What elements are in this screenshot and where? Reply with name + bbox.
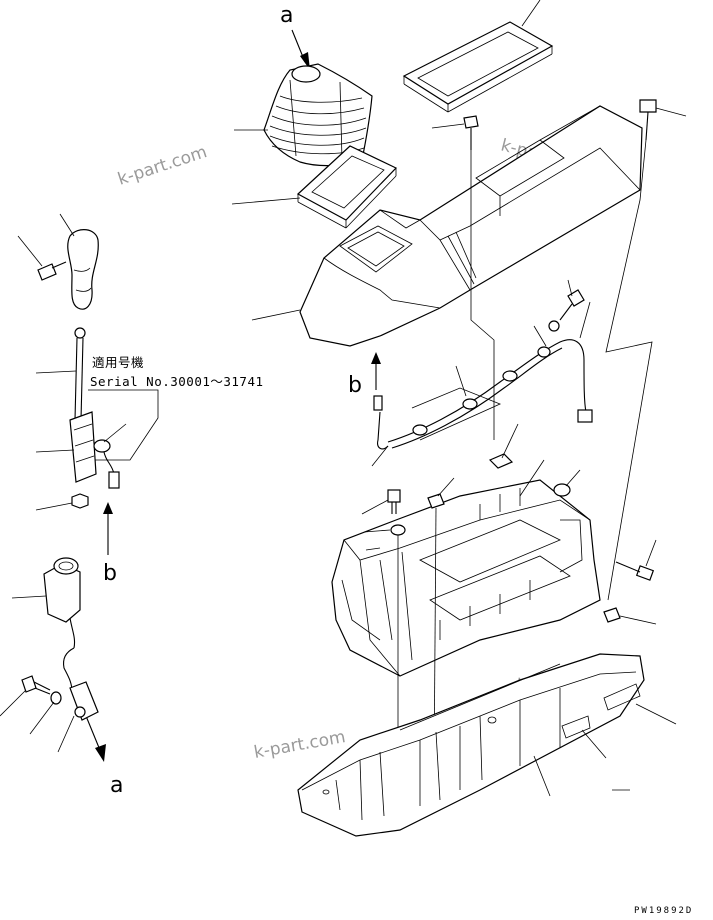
leader-harness-end xyxy=(371,445,389,467)
leader-frame xyxy=(519,459,545,497)
view-arrow-b-left xyxy=(103,502,113,555)
leader-rod xyxy=(35,370,77,374)
guide-line-center xyxy=(470,150,495,440)
boot-gasket xyxy=(296,145,398,229)
link-arm xyxy=(62,647,99,721)
screw-top-right xyxy=(639,99,657,141)
leader-nut xyxy=(35,502,73,511)
frame-bolt xyxy=(387,489,401,514)
harness-clip xyxy=(488,453,514,469)
view-arrow-b-center xyxy=(371,352,381,390)
watermark-4: k-part.com xyxy=(252,727,347,763)
leader-knob-screw xyxy=(17,235,43,267)
serial-note-bracket xyxy=(88,389,159,461)
watermark-1: k-part.com xyxy=(115,142,209,190)
leader-grommet-frame xyxy=(565,469,581,487)
drawing-code: PW19892D xyxy=(634,906,693,916)
leader-frame-washer xyxy=(363,529,391,533)
view-label-b-center: b xyxy=(348,373,362,398)
nut xyxy=(71,493,89,509)
leader-tray-pocket xyxy=(581,729,607,759)
tray-cover xyxy=(402,21,554,113)
leader-bracket xyxy=(35,449,75,453)
rubber-boot xyxy=(263,63,373,167)
leader-switch xyxy=(103,423,127,443)
leader-harness-right xyxy=(579,301,591,339)
leader-housing xyxy=(11,595,47,599)
leader-clip xyxy=(501,423,519,459)
side-clip xyxy=(603,607,621,623)
leader-screw-top-right xyxy=(655,107,687,117)
side-bolt xyxy=(615,561,655,581)
serial-note-line1: 適用号機 xyxy=(92,355,144,370)
leader-frame-clip xyxy=(437,477,455,497)
leader-frame-bolt xyxy=(361,499,389,515)
grommet xyxy=(553,483,571,497)
view-arrow-a-top xyxy=(291,29,310,70)
lever-knob xyxy=(67,229,99,310)
view-arrow-a-bottom xyxy=(85,715,106,762)
view-label-a-bottom: a xyxy=(110,773,123,798)
harness-clamp-bolt xyxy=(548,289,585,332)
lever-housing xyxy=(43,557,81,649)
leader-clamp-bolt xyxy=(567,279,573,297)
knob-screw xyxy=(37,261,67,281)
view-label-b-left: b xyxy=(103,561,117,586)
leader-side-bolt xyxy=(645,539,657,567)
screw-top-center xyxy=(463,115,479,150)
serial-note-line2: Serial No.30001～31741 xyxy=(90,374,264,389)
wiring-harness xyxy=(373,339,593,450)
leader-frame-small xyxy=(365,547,381,551)
view-label-a-top: a xyxy=(280,3,293,28)
leader-lower-tray xyxy=(533,755,551,797)
console-lower-tray xyxy=(297,653,645,837)
leader-gasket xyxy=(231,197,301,205)
lever-rod xyxy=(74,327,86,421)
leader-harness xyxy=(455,365,467,397)
leader-grommet xyxy=(533,325,547,347)
guide-line-right xyxy=(605,139,653,601)
leader-tray-cover xyxy=(521,0,541,27)
link-bolt xyxy=(21,675,51,695)
switch-bracket xyxy=(69,411,120,489)
leader-link-bolt xyxy=(0,689,27,717)
leader-screw-top-center xyxy=(431,123,465,129)
leader-link-arm xyxy=(57,715,75,753)
leader-upper-housing xyxy=(251,309,301,321)
link-washer xyxy=(50,691,62,705)
console-frame xyxy=(331,479,601,677)
leader-knob xyxy=(59,213,75,237)
leader-side-clip xyxy=(619,615,657,625)
leader-link-washer xyxy=(29,701,55,735)
leader-tray-slot xyxy=(635,703,677,725)
